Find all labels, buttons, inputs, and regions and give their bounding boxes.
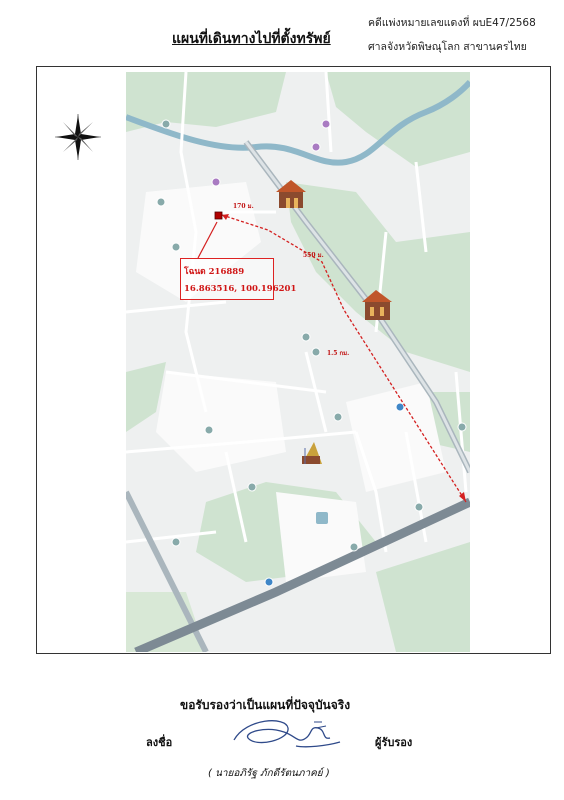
property-marker-icon[interactable] bbox=[214, 211, 223, 220]
river bbox=[126, 79, 470, 166]
signer-name: ( นายอภิรัฐ ภักดีรัตนภาคย์ ) bbox=[208, 768, 330, 779]
monument-icon bbox=[302, 442, 322, 464]
certifier-label: ผู้รับรอง bbox=[375, 736, 413, 749]
case-number: คดีแพ่งหมายเลขแดงที่ ผบE47/2568 bbox=[368, 17, 536, 29]
pond bbox=[316, 512, 328, 524]
minor-roads bbox=[126, 72, 468, 553]
highway bbox=[134, 497, 470, 652]
distance-label-2: 550 ม. bbox=[303, 252, 324, 259]
route-arrow-end bbox=[459, 492, 466, 502]
poi-pins bbox=[156, 119, 467, 587]
page-title: แผนที่เดินทางไปที่ตั้งทรัพย์ bbox=[172, 31, 331, 47]
route-arrow-start bbox=[222, 214, 229, 220]
deed-number: โฉนด 216889 bbox=[184, 267, 245, 277]
pointer-line bbox=[197, 221, 218, 259]
government-building-icon bbox=[362, 290, 392, 320]
compass-rose-icon bbox=[55, 114, 101, 160]
property-label-box bbox=[180, 258, 274, 300]
temple-icon bbox=[276, 180, 306, 208]
distance-label-1: 170 ม. bbox=[233, 203, 254, 210]
coordinates: 16.863516, 100.196201 bbox=[184, 284, 297, 294]
certify-text: ขอรับรองว่าเป็นแผนที่ปัจจุบันจริง bbox=[180, 698, 351, 712]
map-area[interactable] bbox=[126, 72, 470, 652]
sign-label: ลงชื่อ bbox=[146, 736, 173, 749]
court-name: ศาลจังหวัดพิษณุโลก สาขานครไทย bbox=[368, 41, 527, 53]
map-frame bbox=[36, 66, 551, 654]
side-highway bbox=[126, 490, 209, 652]
distance-label-3: 1.5 กม. bbox=[327, 350, 350, 357]
signature-image bbox=[233, 720, 341, 748]
route-path bbox=[221, 214, 467, 503]
